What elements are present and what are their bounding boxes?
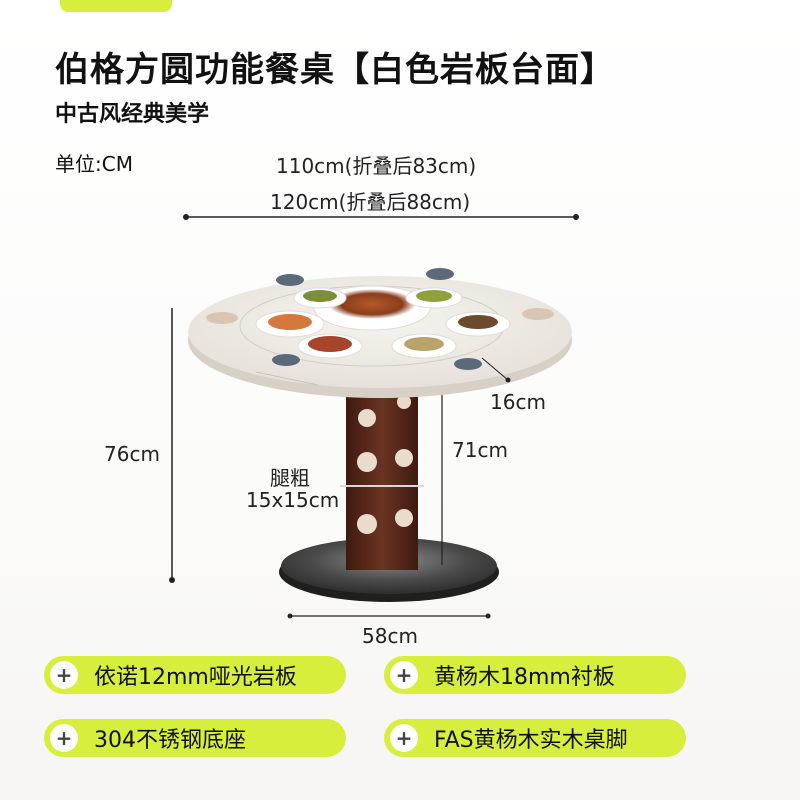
feature-pill-leg: + FAS黄杨木实木桌脚 xyxy=(384,719,686,757)
width-small-label: 110cm(折叠后83cm) xyxy=(276,154,477,178)
thickness-indicator xyxy=(481,357,511,383)
base-diameter-label: 58cm xyxy=(362,624,418,648)
width-dimension-line xyxy=(183,214,579,220)
feature-pill-board: + 黄杨木18mm衬板 xyxy=(384,656,686,694)
dishes xyxy=(206,268,554,370)
plus-icon: + xyxy=(390,661,418,689)
page-title: 伯格方圆功能餐桌【白色岩板台面】 xyxy=(55,50,615,90)
base-width-line xyxy=(287,613,491,619)
plus-icon: + xyxy=(50,724,78,752)
table-leg xyxy=(340,378,424,570)
feature-label: 304不锈钢底座 xyxy=(94,728,246,753)
width-large-label: 120cm(折叠后88cm) xyxy=(270,190,471,214)
top-accent-tab xyxy=(60,0,172,12)
leg-size-label: 15x15cm xyxy=(246,488,340,512)
feature-pill-stone: + 依诺12mm哑光岩板 xyxy=(44,656,346,694)
feature-label: 黄杨木18mm衬板 xyxy=(434,665,615,690)
feature-label: FAS黄杨木实木桌脚 xyxy=(434,728,628,753)
total-height-label: 76cm xyxy=(104,442,160,466)
thickness-label: 16cm xyxy=(490,390,546,414)
page-subtitle: 中古风经典美学 xyxy=(55,102,210,127)
height-dimension-line xyxy=(169,308,175,583)
leg-height-label: 71cm xyxy=(452,438,508,462)
leg-thickness-caption: 腿粗 xyxy=(270,466,310,490)
unit-label: 单位:CM xyxy=(55,152,133,176)
plus-icon: + xyxy=(390,724,418,752)
leg-height-line xyxy=(439,387,445,565)
plus-icon: + xyxy=(50,661,78,689)
feature-pill-base: + 304不锈钢底座 xyxy=(44,719,346,757)
feature-label: 依诺12mm哑光岩板 xyxy=(94,665,297,690)
